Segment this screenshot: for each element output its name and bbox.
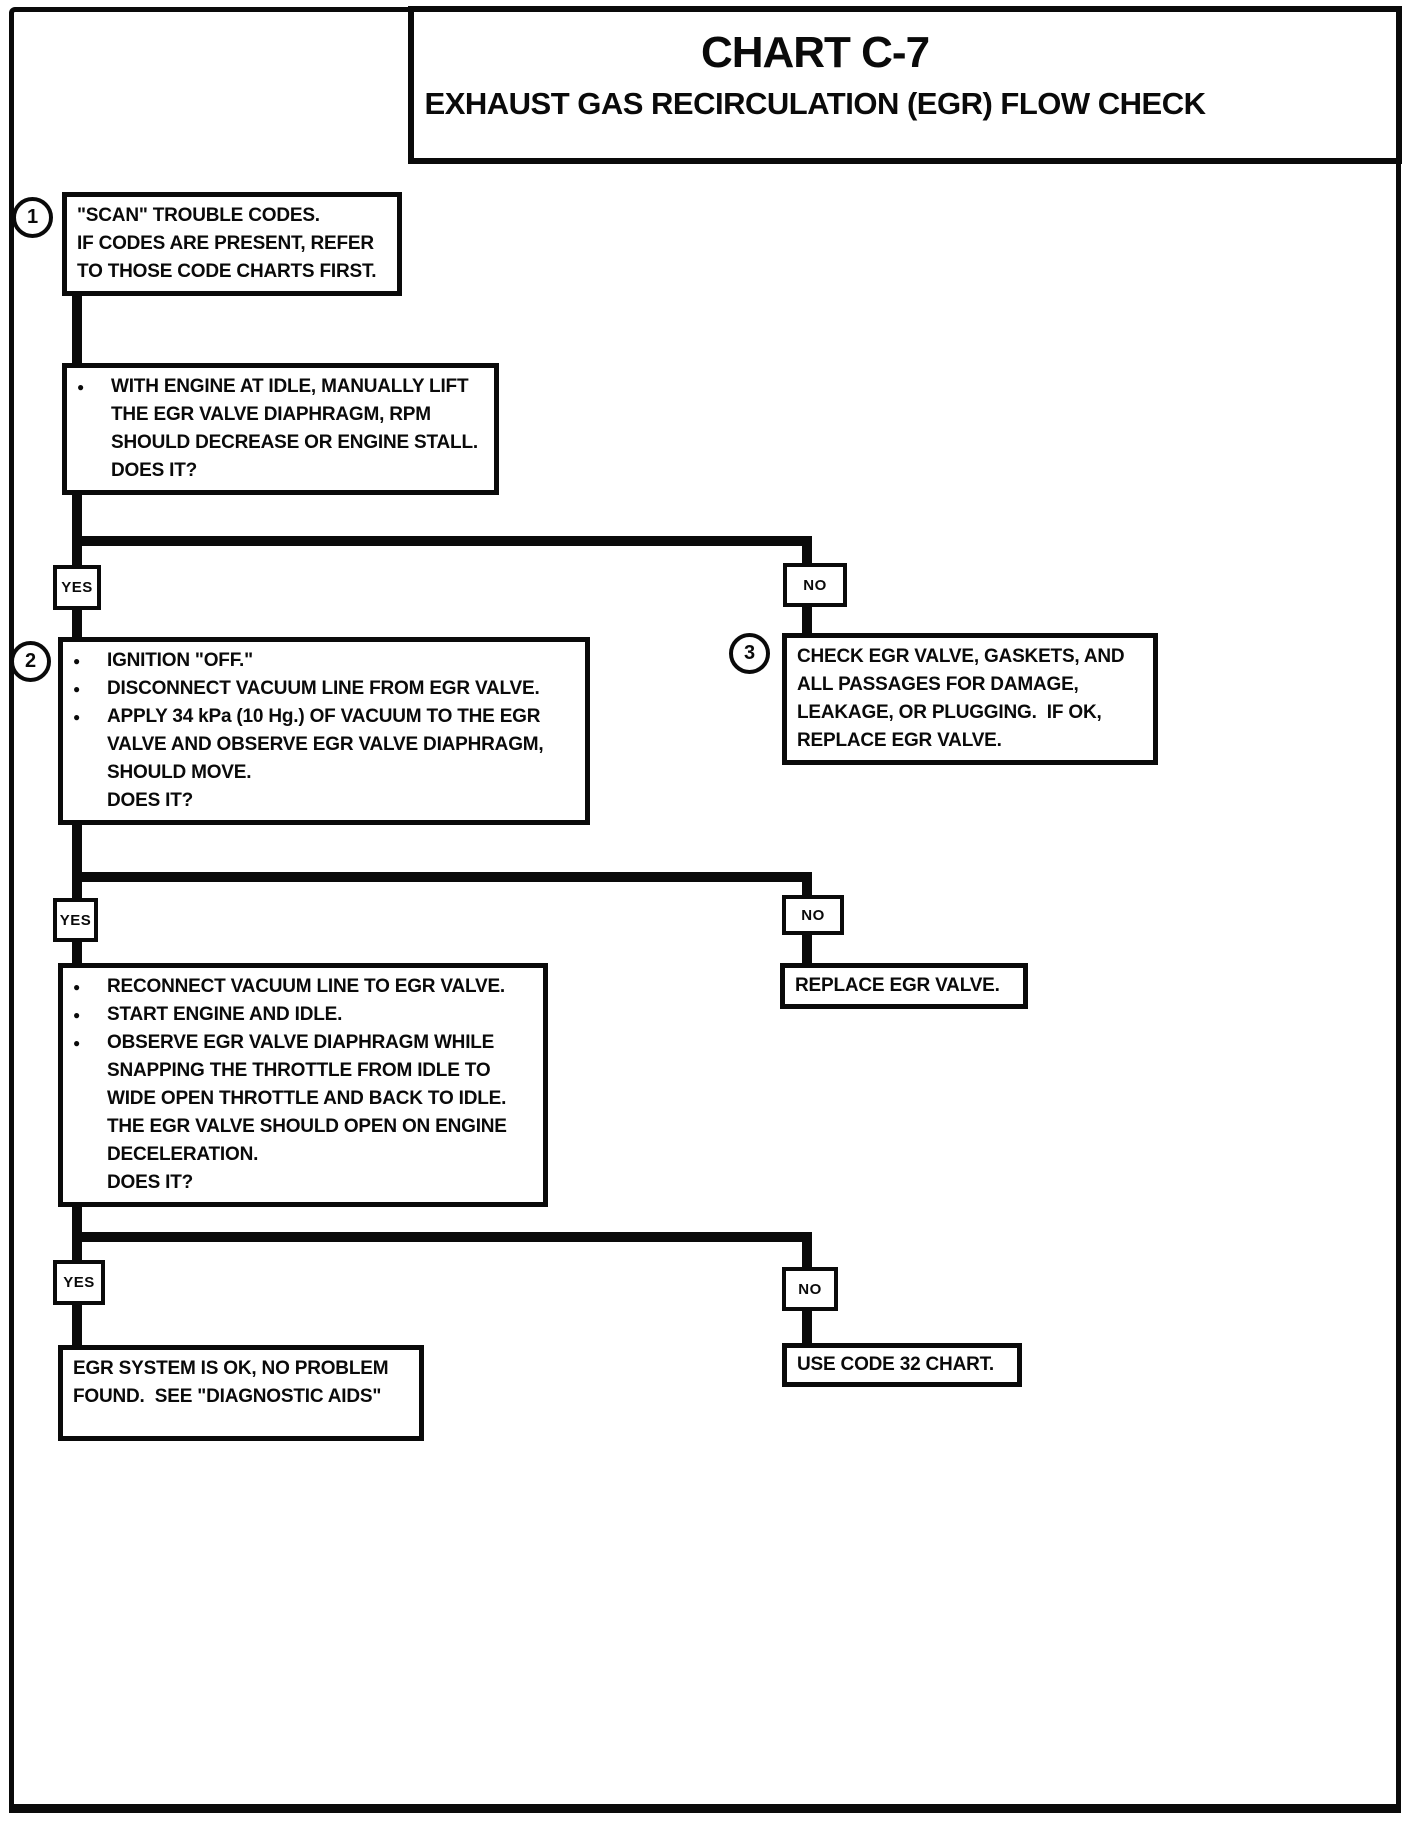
snap-throttle-box: ● RECONNECT VACUUM LINE TO EGR VALVE. ● ST… — [58, 963, 548, 1207]
bullet-icon: ● — [77, 380, 85, 394]
connector-line — [802, 1240, 812, 1274]
box-text-line: DECELERATION. — [107, 1144, 259, 1165]
no-label-3: NO — [782, 1267, 838, 1311]
yes-text: YES — [61, 579, 93, 596]
bullet-spacer — [73, 1169, 107, 1197]
box-text-line: EGR SYSTEM IS OK, NO PROBLEM — [73, 1358, 389, 1379]
box-text-line: FOUND. SEE "DIAGNOSTIC AIDS" — [73, 1386, 382, 1407]
idle-lift-check-box: ● WITH ENGINE AT IDLE, MANUALLY LIFT THE … — [62, 363, 499, 495]
connector-line — [72, 536, 812, 546]
yes-text: YES — [59, 911, 92, 929]
connector-line — [72, 872, 812, 882]
chart-subtitle: EXHAUST GAS RECIRCULATION (EGR) FLOW CHE… — [424, 86, 1206, 121]
box-text-line: VALVE AND OBSERVE EGR VALVE DIAPHRAGM, — [107, 734, 544, 755]
box-text-line: SNAPPING THE THROTTLE FROM IDLE TO — [107, 1060, 491, 1081]
connector-line — [72, 880, 82, 906]
connector-line — [72, 544, 82, 574]
box-text-line: THE EGR VALVE DIAPHRAGM, RPM — [111, 404, 431, 425]
chart-title: CHART C-7 — [700, 28, 930, 77]
bullet-spacer — [73, 759, 107, 787]
bullet-spacer — [73, 1085, 107, 1113]
vacuum-test-box: ● IGNITION "OFF." ● DISCONNECT VACUUM LINE… — [58, 637, 590, 825]
box-text-line: START ENGINE AND IDLE. — [107, 1004, 343, 1025]
bullet-icon: ● — [73, 1008, 81, 1022]
box-text-line: WITH ENGINE AT IDLE, MANUALLY LIFT — [111, 376, 469, 397]
connector-line — [72, 275, 82, 375]
connector-line — [802, 544, 812, 572]
step-3-badge: 3 — [729, 633, 770, 674]
connector-line — [802, 880, 812, 903]
step-number: 3 — [743, 642, 756, 664]
box-text-line: OBSERVE EGR VALVE DIAPHRAGM WHILE — [107, 1032, 495, 1053]
step-number: 1 — [26, 206, 39, 228]
bullet-spacer — [77, 457, 111, 485]
box-text-line: ALL PASSAGES FOR DAMAGE, — [797, 674, 1079, 695]
no-text: NO — [801, 906, 825, 924]
box-text-line: TO THOSE CODE CHARTS FIRST. — [77, 261, 377, 282]
box-text-line: REPLACE EGR VALVE. — [795, 975, 1000, 996]
box-text-line: IGNITION "OFF." — [107, 650, 253, 671]
bullet-icon: ● — [73, 980, 81, 994]
system-ok-box: EGR SYSTEM IS OK, NO PROBLEM FOUND. SEE … — [58, 1345, 424, 1441]
bullet-spacer — [73, 1113, 107, 1141]
box-text-line: "SCAN" TROUBLE CODES. — [77, 205, 320, 226]
yes-label-3: YES — [53, 1260, 105, 1305]
box-text-line: THE EGR VALVE SHOULD OPEN ON ENGINE — [107, 1116, 507, 1137]
connector-line — [72, 1183, 82, 1237]
box-text-line: DOES IT? — [111, 460, 198, 481]
bullet-spacer — [73, 1057, 107, 1085]
connector-line — [802, 926, 812, 970]
box-text-line: DOES IT? — [107, 1172, 194, 1193]
bullet-spacer — [77, 429, 111, 457]
box-text-line: DOES IT? — [107, 790, 194, 811]
bullet-spacer — [73, 787, 107, 815]
box-text-line: REPLACE EGR VALVE. — [797, 730, 1002, 751]
connector-line — [72, 1240, 82, 1268]
no-text: NO — [803, 576, 827, 594]
connector-line — [72, 480, 82, 540]
bullet-icon: ● — [73, 710, 81, 724]
no-label-2: NO — [782, 895, 844, 935]
box-text-line: CHECK EGR VALVE, GASKETS, AND — [797, 646, 1125, 667]
step-1-badge: 1 — [12, 197, 53, 238]
bullet-spacer — [73, 731, 107, 759]
connector-line — [72, 600, 82, 645]
yes-label-2: YES — [53, 898, 98, 942]
connector-line — [72, 1232, 812, 1242]
no-label-1: NO — [783, 563, 847, 607]
bullet-icon: ● — [73, 1036, 81, 1050]
box-text-line: SHOULD DECREASE OR ENGINE STALL. — [111, 432, 478, 453]
yes-text: YES — [63, 1274, 95, 1291]
scan-codes-box: "SCAN" TROUBLE CODES. IF CODES ARE PRESE… — [62, 192, 402, 296]
box-text-line: SHOULD MOVE. — [107, 762, 252, 783]
chart-title-box: CHART C-7 EXHAUST GAS RECIRCULATION (EGR… — [408, 6, 1402, 164]
box-text-line: USE CODE 32 CHART. — [797, 1354, 994, 1375]
box-text-line: RECONNECT VACUUM LINE TO EGR VALVE. — [107, 976, 506, 997]
replace-valve-box: REPLACE EGR VALVE. — [780, 963, 1028, 1009]
bullet-icon: ● — [73, 654, 81, 668]
step-2-badge: 2 — [10, 641, 51, 682]
connector-line — [72, 805, 82, 877]
yes-label-1: YES — [53, 565, 101, 610]
use-code32-box: USE CODE 32 CHART. — [782, 1343, 1022, 1387]
connector-line — [72, 934, 82, 970]
box-text-line: APPLY 34 kPa (10 Hg.) OF VACUUM TO THE E… — [107, 706, 541, 727]
connector-line — [72, 1296, 82, 1352]
connector-line — [802, 598, 812, 640]
check-valve-box: CHECK EGR VALVE, GASKETS, AND ALL PASSAG… — [782, 633, 1158, 765]
box-text-line: LEAKAGE, OR PLUGGING. IF OK, — [797, 702, 1102, 723]
no-text: NO — [798, 1280, 822, 1298]
bullet-spacer — [77, 401, 111, 429]
bullet-icon: ● — [73, 682, 81, 696]
bullet-spacer — [73, 1141, 107, 1169]
box-text-line: WIDE OPEN THROTTLE AND BACK TO IDLE. — [107, 1088, 507, 1109]
connector-line — [802, 1303, 812, 1350]
step-number: 2 — [24, 650, 37, 672]
box-text-line: IF CODES ARE PRESENT, REFER — [77, 233, 374, 254]
box-text-line: DISCONNECT VACUUM LINE FROM EGR VALVE. — [107, 678, 540, 699]
